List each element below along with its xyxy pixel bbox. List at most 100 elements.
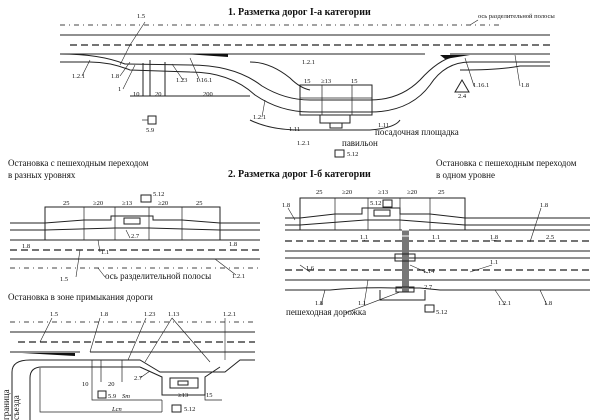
sign-5-12-icon	[171, 404, 182, 413]
dimension: 25	[316, 189, 323, 196]
label: 1.8	[540, 202, 548, 209]
label: 1.8	[544, 300, 552, 307]
label: 5.9	[146, 127, 154, 134]
panel-2-right: Остановка с пешеходным переходом в одном…	[282, 158, 590, 317]
sign-5-12-icon	[140, 194, 152, 203]
label: 1.1	[360, 234, 368, 241]
label: 1.14	[423, 268, 435, 275]
label: 5.12	[184, 406, 195, 413]
label: 1.1	[490, 259, 498, 266]
dimension: ≥13	[122, 200, 132, 207]
lanes	[10, 215, 260, 241]
panel-2-left: Остановка с пешеходным переходом в разны…	[8, 158, 260, 283]
sign-2-4-icon	[454, 79, 470, 93]
caption: Остановка в зоне примыкания дороги	[8, 292, 153, 302]
label: 1.2.1	[72, 73, 85, 80]
dimension-lines	[130, 60, 250, 97]
label: 10	[82, 381, 89, 388]
label: 1.16.1	[473, 82, 489, 89]
label: 20	[155, 91, 162, 98]
label: 1.8	[111, 73, 119, 80]
label: 1.23	[144, 311, 155, 318]
label: 1.11	[289, 126, 300, 133]
label: 2.4	[458, 93, 467, 100]
dimension-lines	[39, 360, 222, 413]
dimension: 25	[438, 189, 445, 196]
leaders	[81, 21, 521, 118]
label: 1.5	[137, 13, 145, 20]
label: ≥13	[321, 78, 331, 85]
leaders	[287, 207, 548, 314]
sign-5-12-icon	[334, 149, 345, 158]
label: 1.2.1	[223, 311, 236, 318]
boundary-label: съезда	[11, 395, 21, 420]
label: 1.1	[101, 249, 109, 256]
sign-5-9-icon	[147, 115, 157, 125]
panel-3: Остановка в зоне примыкания дороги 1.5 1…	[1, 292, 255, 420]
label: 1.6	[306, 265, 315, 272]
label: 15	[304, 78, 311, 85]
sign-5-12-icon	[382, 199, 393, 208]
label: Sт	[122, 393, 130, 400]
dimension: 25	[63, 200, 70, 207]
leaders	[75, 229, 237, 278]
panel-1-title: 1. Разметка дорог I-а категории	[228, 7, 371, 18]
label: 15	[351, 78, 358, 85]
label: 2.7	[424, 284, 433, 291]
pavilion	[169, 377, 199, 389]
boarding-platform-label: посадочная площадка	[375, 127, 459, 137]
label: 5.12	[370, 200, 381, 207]
lanes	[285, 207, 590, 231]
dimension: 25	[196, 200, 203, 207]
label: 200	[203, 91, 213, 98]
bypass-edge	[249, 65, 550, 131]
label: 1.1	[358, 300, 366, 307]
label: 2.7	[134, 375, 143, 382]
label: 1.13	[168, 311, 179, 318]
median-axis-label: ось разделительной полосы	[478, 13, 555, 20]
panel-1: 1. Разметка дорог I-а категории ось разд…	[59, 7, 555, 158]
label: 1.11	[378, 122, 389, 129]
stop-pocket	[139, 366, 221, 396]
label: 1.8	[229, 241, 237, 248]
label: 1.2.1	[297, 140, 310, 147]
dimension: ≥20	[158, 200, 168, 207]
dimension: ≥20	[407, 189, 417, 196]
label: 2.7	[131, 233, 140, 240]
footpath-label: пешеходная дорожка	[286, 307, 366, 317]
label: ≥13	[178, 392, 188, 399]
sign-5-12-icon	[424, 304, 435, 313]
label: 1.2.1	[302, 59, 315, 66]
median-axis-label: ось разделительной полосы	[105, 271, 211, 281]
dividers	[83, 207, 183, 240]
label: 1.5	[50, 311, 58, 318]
label: 2.5	[546, 234, 554, 241]
refuge-island	[395, 286, 415, 293]
pavilion-base	[329, 122, 343, 129]
label: 15	[206, 392, 213, 399]
label: 5.12	[153, 191, 164, 198]
label: 1.8	[100, 311, 108, 318]
pavilion	[123, 217, 141, 225]
pavilion-label: павильон	[342, 138, 378, 148]
label: 1.1	[432, 234, 440, 241]
adjoining-road	[11, 359, 255, 420]
caption: в одном уровне	[436, 170, 495, 180]
label: 1.2.1	[253, 114, 266, 121]
bypass-lane-outer	[60, 61, 550, 113]
panel-2-title: 2. Разметка дорог I-б категории	[228, 169, 371, 180]
label: 5.9	[108, 393, 116, 400]
label: 1.8	[490, 234, 498, 241]
boundary-label: граница	[1, 389, 11, 420]
label: 1.8	[282, 202, 290, 209]
label: 1.8	[22, 243, 30, 250]
refuge-island	[394, 253, 416, 262]
shading-marking	[22, 353, 75, 356]
caption: Остановка с пешеходным переходом	[8, 158, 149, 168]
leader	[469, 19, 479, 26]
label: 1.23	[176, 77, 187, 84]
label: 10	[133, 91, 140, 98]
stop-connector	[249, 61, 311, 91]
label: 5.12	[436, 309, 447, 316]
